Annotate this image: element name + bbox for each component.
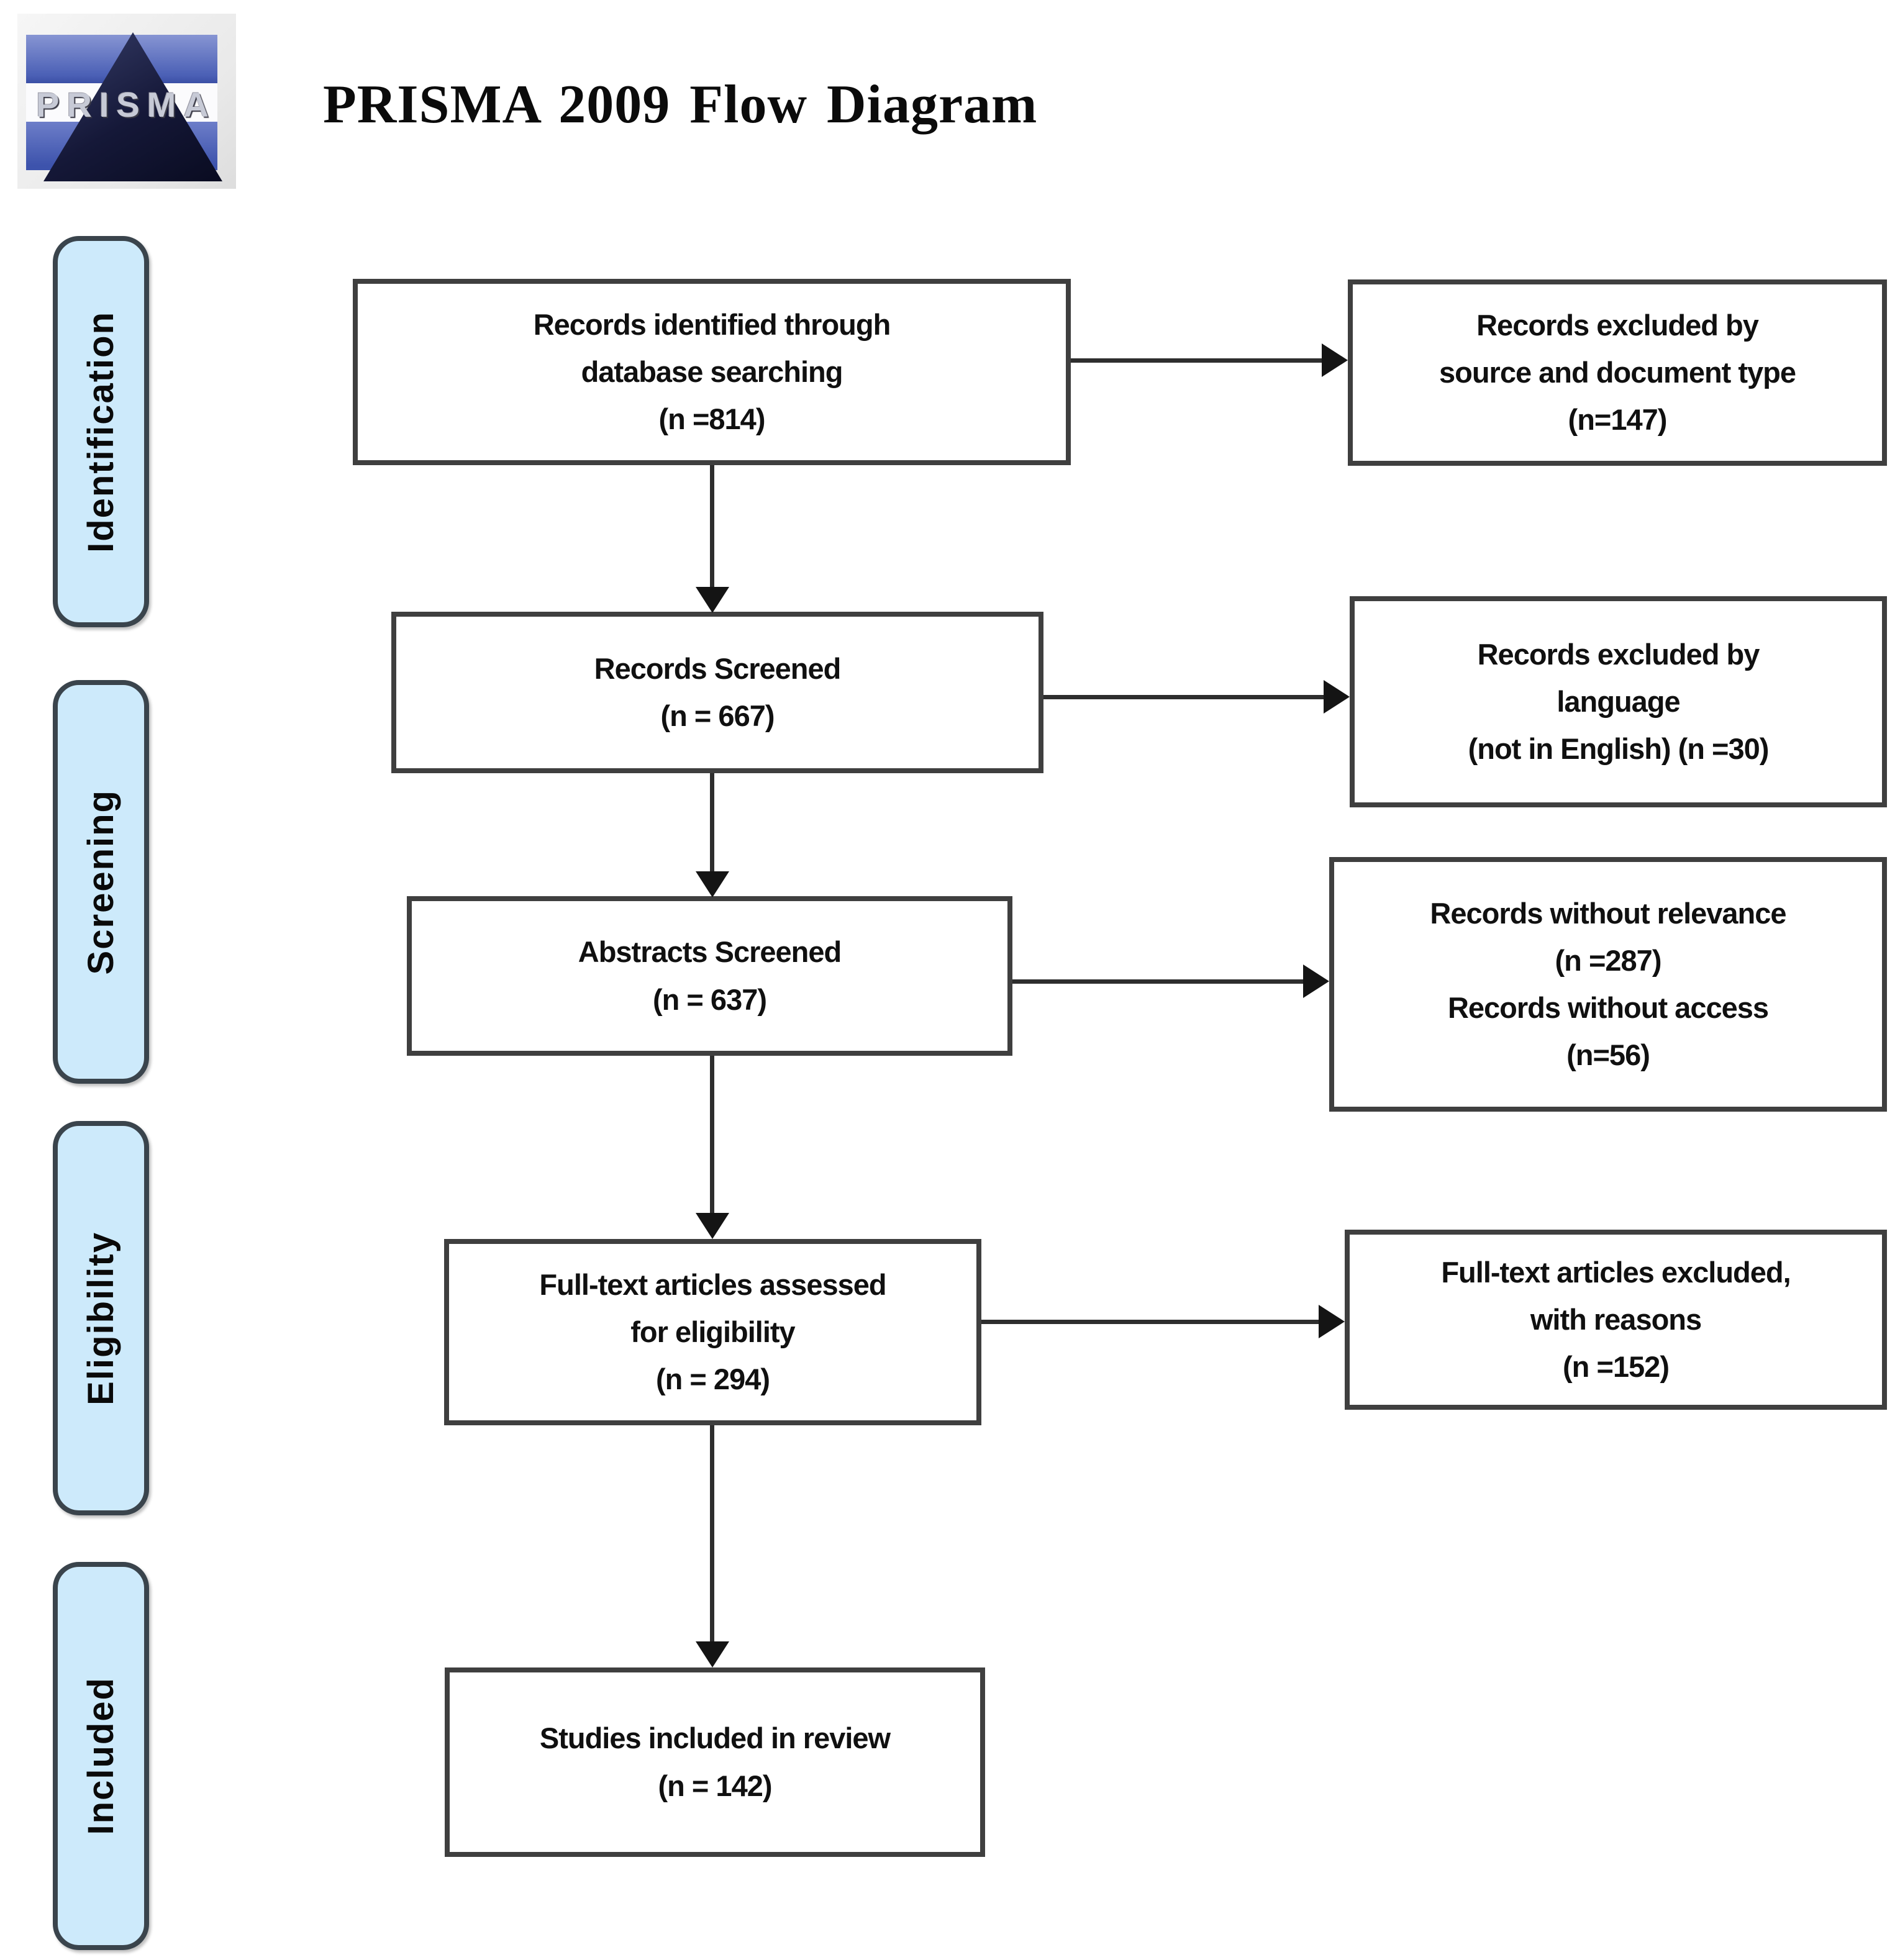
box-line: (n=147)	[1568, 403, 1668, 437]
box-records-screened: Records Screened (n = 667)	[391, 612, 1043, 773]
stage-label: Eligibility	[81, 1231, 121, 1405]
box-line: Records without relevance	[1430, 896, 1786, 930]
box-fulltext-excluded: Full-text articles excluded, with reason…	[1345, 1230, 1887, 1410]
arrow-abstracts-to-fulltext	[710, 1056, 714, 1215]
arrow-identified-to-screened	[710, 465, 714, 589]
arrow-screened-to-language	[1043, 695, 1326, 699]
stage-label: Included	[81, 1677, 121, 1835]
box-line: (n = 667)	[660, 699, 775, 732]
box-excluded-source-type: Records excluded by source and document …	[1348, 279, 1887, 466]
box-line: Records excluded by	[1477, 637, 1760, 671]
arrow-identified-to-screened-head	[696, 587, 729, 613]
box-without-relevance-access: Records without relevance (n =287) Recor…	[1329, 857, 1887, 1112]
arrow-abstracts-to-relevance-head	[1303, 964, 1329, 998]
box-line: for eligibility	[630, 1315, 795, 1348]
arrow-screened-to-abstracts	[710, 773, 714, 873]
box-line: (n=56)	[1566, 1038, 1650, 1072]
page-title: PRISMA 2009 Flow Diagram	[323, 75, 1038, 135]
arrow-identified-to-excluded	[1071, 358, 1324, 363]
box-line: (n = 637)	[653, 982, 767, 1016]
box-line: Full-text articles excluded,	[1441, 1255, 1791, 1289]
stage-label: Identification	[81, 311, 121, 553]
box-line: Records without access	[1447, 991, 1769, 1024]
box-line: (n =287)	[1555, 943, 1662, 977]
box-line: (n = 142)	[658, 1769, 773, 1802]
arrow-abstracts-to-fulltext-head	[696, 1213, 729, 1239]
box-line: (n =814)	[658, 402, 766, 436]
logo-wordmark: PRISMA	[36, 85, 216, 124]
box-line: Full-text articles assessed	[539, 1268, 886, 1301]
stage-included: Included	[53, 1562, 149, 1950]
arrow-fulltext-to-included	[710, 1425, 714, 1644]
stage-label: Screening	[81, 789, 121, 975]
box-excluded-language: Records excluded by language (not in Eng…	[1350, 596, 1887, 807]
box-line: Records Screened	[594, 651, 842, 685]
arrow-fulltext-to-included-head	[696, 1641, 729, 1667]
arrow-fulltext-to-reasons	[981, 1320, 1320, 1324]
box-line: database searching	[581, 355, 843, 388]
box-studies-included: Studies included in review (n = 142)	[445, 1667, 985, 1857]
box-line: (not in English) (n =30)	[1468, 732, 1770, 766]
arrow-screened-to-language-head	[1324, 680, 1350, 714]
box-line: Records identified through	[533, 307, 891, 341]
prisma-logo: PRISMA	[17, 14, 236, 189]
box-line: Records excluded by	[1476, 308, 1759, 342]
box-line: source and document type	[1439, 355, 1796, 389]
box-line: Abstracts Screened	[578, 935, 842, 969]
box-line: (n =152)	[1563, 1350, 1670, 1384]
arrow-screened-to-abstracts-head	[696, 871, 729, 897]
box-fulltext-assessed: Full-text articles assessed for eligibil…	[444, 1239, 981, 1425]
stage-screening: Screening	[53, 680, 149, 1084]
box-line: with reasons	[1530, 1302, 1702, 1336]
box-records-identified: Records identified through database sear…	[353, 279, 1071, 465]
arrow-identified-to-excluded-head	[1322, 343, 1348, 377]
box-abstracts-screened: Abstracts Screened (n = 637)	[407, 896, 1012, 1056]
arrow-fulltext-to-reasons-head	[1319, 1305, 1345, 1338]
box-line: Studies included in review	[539, 1722, 891, 1755]
stage-identification: Identification	[53, 236, 149, 627]
arrow-abstracts-to-relevance	[1012, 979, 1304, 984]
box-line: (n = 294)	[656, 1363, 770, 1396]
box-line: language	[1557, 684, 1680, 718]
stage-eligibility: Eligibility	[53, 1121, 149, 1515]
